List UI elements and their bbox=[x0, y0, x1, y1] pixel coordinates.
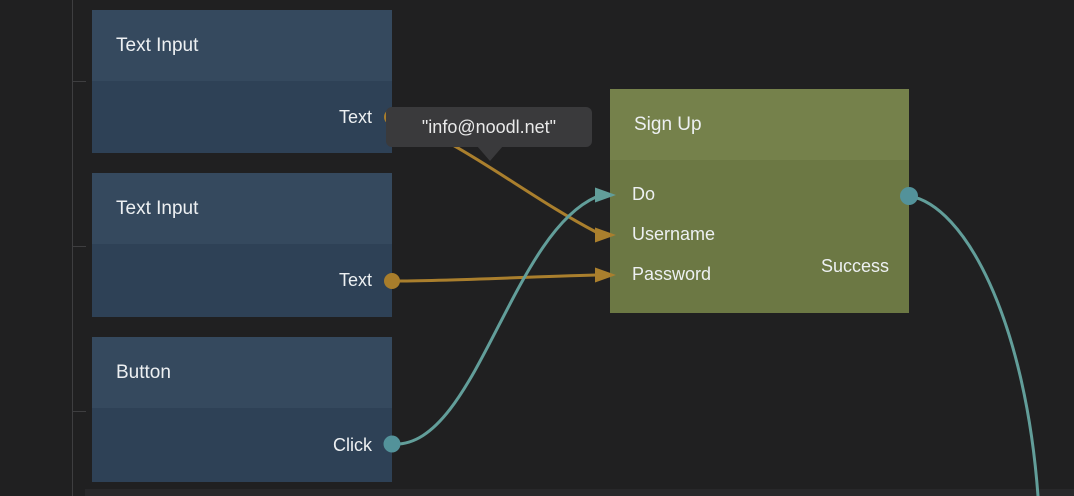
node-button[interactable]: Button Click bbox=[92, 337, 392, 482]
guide-line bbox=[72, 0, 73, 496]
node-body[interactable]: Text bbox=[92, 81, 392, 153]
node-header[interactable]: Text Input bbox=[92, 10, 392, 81]
node-text-input-1[interactable]: Text Input Text bbox=[92, 10, 392, 153]
output-port-label-text: Text bbox=[338, 106, 372, 127]
node-title: Button bbox=[116, 361, 171, 383]
guide-tick bbox=[72, 246, 86, 247]
input-port-password[interactable]: Password bbox=[632, 263, 712, 284]
input-port-do[interactable]: Do bbox=[632, 183, 656, 204]
node-body[interactable]: Click bbox=[92, 408, 392, 482]
node-text-input-2[interactable]: Text Input Text bbox=[92, 173, 392, 317]
arrowhead-password-input bbox=[595, 267, 616, 283]
port-dot-success-output[interactable] bbox=[900, 187, 918, 205]
port-dot-text2-output[interactable] bbox=[384, 273, 400, 289]
guide-tick bbox=[72, 411, 86, 412]
node-header[interactable]: Sign Up bbox=[610, 89, 909, 160]
node-sign-up[interactable]: Sign Up Do Username Password Success bbox=[610, 89, 909, 313]
wire-click-to-do[interactable] bbox=[390, 195, 598, 446]
arrowhead-do-input bbox=[595, 187, 616, 203]
tooltip-pointer bbox=[477, 146, 503, 161]
node-body[interactable]: Text bbox=[92, 244, 392, 317]
output-port-label-text: Text bbox=[338, 270, 372, 290]
node-title: Text Input bbox=[116, 197, 199, 219]
wire-success-out[interactable] bbox=[907, 194, 1040, 496]
output-port-success[interactable]: Success bbox=[820, 256, 889, 276]
guide-tick bbox=[72, 81, 86, 82]
arrowhead-username-input bbox=[595, 227, 616, 243]
wire-text2-to-password[interactable] bbox=[390, 273, 598, 283]
output-port-label-click: Click bbox=[333, 434, 372, 455]
node-header[interactable]: Text Input bbox=[92, 173, 392, 244]
value-tooltip: "info@noodl.net" bbox=[386, 107, 592, 147]
port-dot-click-output[interactable] bbox=[383, 435, 401, 453]
input-port-username[interactable]: Username bbox=[632, 223, 716, 244]
node-title: Text Input bbox=[116, 34, 199, 56]
node-body[interactable]: Do Username Password Success bbox=[610, 160, 909, 313]
node-header[interactable]: Button bbox=[92, 337, 392, 408]
value-tooltip-text: "info@noodl.net" bbox=[421, 117, 557, 137]
panel-edge bbox=[85, 489, 1074, 496]
node-title: Sign Up bbox=[634, 113, 702, 135]
